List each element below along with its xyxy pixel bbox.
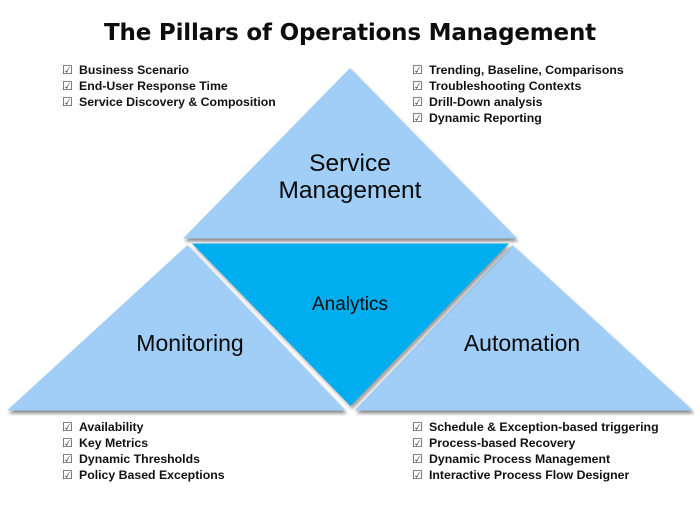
checked-box-icon: ☑ — [412, 452, 423, 466]
list-item: ☑ Schedule & Exception-based triggering — [412, 419, 659, 435]
checked-box-icon: ☑ — [412, 436, 423, 450]
checked-box-icon: ☑ — [62, 452, 73, 466]
checked-box-icon: ☑ — [62, 468, 73, 482]
list-item: ☑ Dynamic Thresholds — [62, 451, 225, 467]
list-item-label: Dynamic Thresholds — [79, 452, 200, 466]
checked-box-icon: ☑ — [412, 63, 423, 77]
service-management-segment[interactable] — [183, 68, 517, 239]
service-management-capabilities-list: ☑ Business Scenario ☑ End-User Response Tim… — [62, 62, 276, 110]
checked-box-icon: ☑ — [62, 63, 73, 77]
list-item: ☑ Drill-Down analysis — [412, 94, 624, 110]
list-item-label: Schedule & Exception-based triggering — [429, 420, 659, 434]
list-item: ☑ End-User Response Time — [62, 78, 276, 94]
checked-box-icon: ☑ — [412, 468, 423, 482]
list-item-label: Service Discovery & Composition — [79, 95, 276, 109]
analytics-segment[interactable] — [192, 243, 509, 407]
checked-box-icon: ☑ — [412, 79, 423, 93]
checked-box-icon: ☑ — [412, 95, 423, 109]
list-item: ☑ Troubleshooting Contexts — [412, 78, 624, 94]
list-item-label: Policy Based Exceptions — [79, 468, 225, 482]
list-item: ☑ Key Metrics — [62, 435, 225, 451]
automation-segment[interactable] — [354, 245, 694, 411]
monitoring-label: Monitoring — [136, 330, 244, 356]
automation-capabilities-list: ☑ Schedule & Exception-based triggering ☑ P… — [412, 419, 659, 483]
list-item-label: Interactive Process Flow Designer — [429, 468, 630, 482]
list-item-label: Dynamic Reporting — [429, 111, 542, 125]
service-management-label: Service Management — [278, 150, 422, 205]
list-item-label: Troubleshooting Contexts — [429, 79, 582, 93]
list-item-label: Process-based Recovery — [429, 436, 576, 450]
list-item: ☑ Policy Based Exceptions — [62, 467, 225, 483]
list-item: ☑ Interactive Process Flow Designer — [412, 467, 659, 483]
page-title: The Pillars of Operations Management — [104, 20, 596, 46]
monitoring-segment[interactable] — [7, 245, 346, 411]
list-item: ☑ Availability — [62, 419, 225, 435]
analytics-label: Analytics — [311, 294, 389, 315]
list-item-label: Key Metrics — [79, 436, 149, 450]
pyramid-lower-band — [7, 245, 693, 411]
list-item: ☑ Dynamic Reporting — [412, 110, 624, 126]
list-item-label: End-User Response Time — [79, 79, 228, 93]
list-item-label: Drill-Down analysis — [429, 95, 543, 109]
checked-box-icon: ☑ — [62, 420, 73, 434]
list-item-label: Business Scenario — [79, 63, 190, 77]
checked-box-icon: ☑ — [62, 95, 73, 109]
checked-box-icon: ☑ — [62, 79, 73, 93]
analytics-capabilities-list: ☑ Trending, Baseline, Comparisons ☑ Trouble… — [412, 62, 624, 126]
list-item-label: Trending, Baseline, Comparisons — [429, 63, 624, 77]
checked-box-icon: ☑ — [62, 436, 73, 450]
list-item: ☑ Business Scenario — [62, 62, 276, 78]
list-item: ☑ Trending, Baseline, Comparisons — [412, 62, 624, 78]
list-item: ☑ Dynamic Process Management — [412, 451, 659, 467]
list-item-label: Dynamic Process Management — [429, 452, 611, 466]
checked-box-icon: ☑ — [412, 420, 423, 434]
list-item-label: Availability — [79, 420, 144, 434]
monitoring-capabilities-list: ☑ Availability ☑ Key Metrics ☑ Dynamic Thresh… — [62, 419, 225, 483]
checked-box-icon: ☑ — [412, 111, 423, 125]
automation-label: Automation — [463, 330, 581, 356]
list-item: ☑ Service Discovery & Composition — [62, 94, 276, 110]
list-item: ☑ Process-based Recovery — [412, 435, 659, 451]
